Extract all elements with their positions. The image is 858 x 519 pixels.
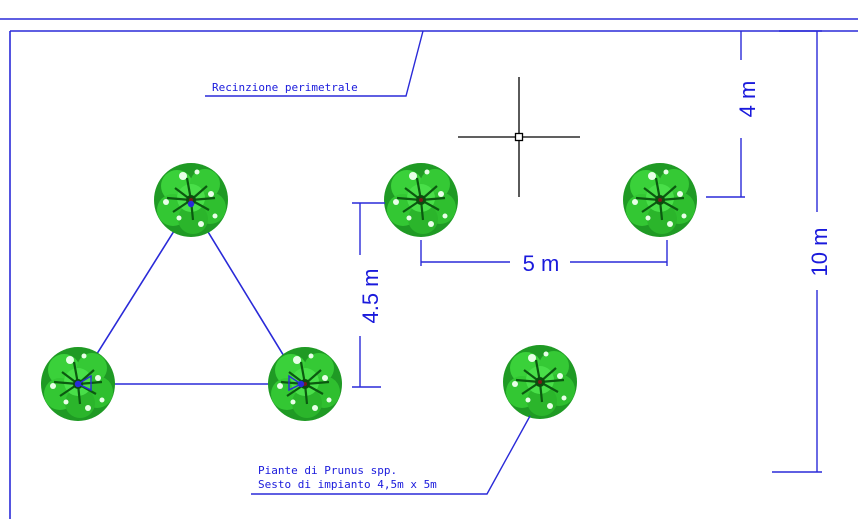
- plant-note-line2: Sesto di impianto 4,5m x 5m: [258, 478, 437, 491]
- tree-upper-middle: [382, 161, 460, 239]
- tree-right-triangle: [266, 345, 344, 423]
- plant-note-leader: [251, 415, 531, 495]
- dimension-5m-label: 5 m: [523, 251, 560, 276]
- fence-label-leader: [205, 30, 424, 97]
- triangle-vertex-markers: [74, 200, 305, 392]
- plant-note-line1: Piante di Prunus spp.: [258, 464, 397, 477]
- tree-upper-right: [621, 161, 699, 239]
- dimension-5m: [420, 240, 668, 266]
- dimension-4-5m-label: 4.5 m: [358, 268, 383, 323]
- dimension-10m-label: 10 m: [807, 228, 832, 277]
- fence-label: Recinzione perimetrale: [212, 81, 358, 94]
- dimension-4m-label: 4 m: [735, 81, 760, 118]
- tree-lower-middle: [501, 343, 579, 421]
- tree-top-triangle: [152, 161, 230, 239]
- planting-triangle: [76, 202, 303, 385]
- dimension-4-5m: [352, 202, 385, 388]
- dimension-10m: [772, 30, 822, 473]
- dimension-4m: [706, 31, 745, 198]
- crosshair-cursor-icon: [458, 77, 580, 197]
